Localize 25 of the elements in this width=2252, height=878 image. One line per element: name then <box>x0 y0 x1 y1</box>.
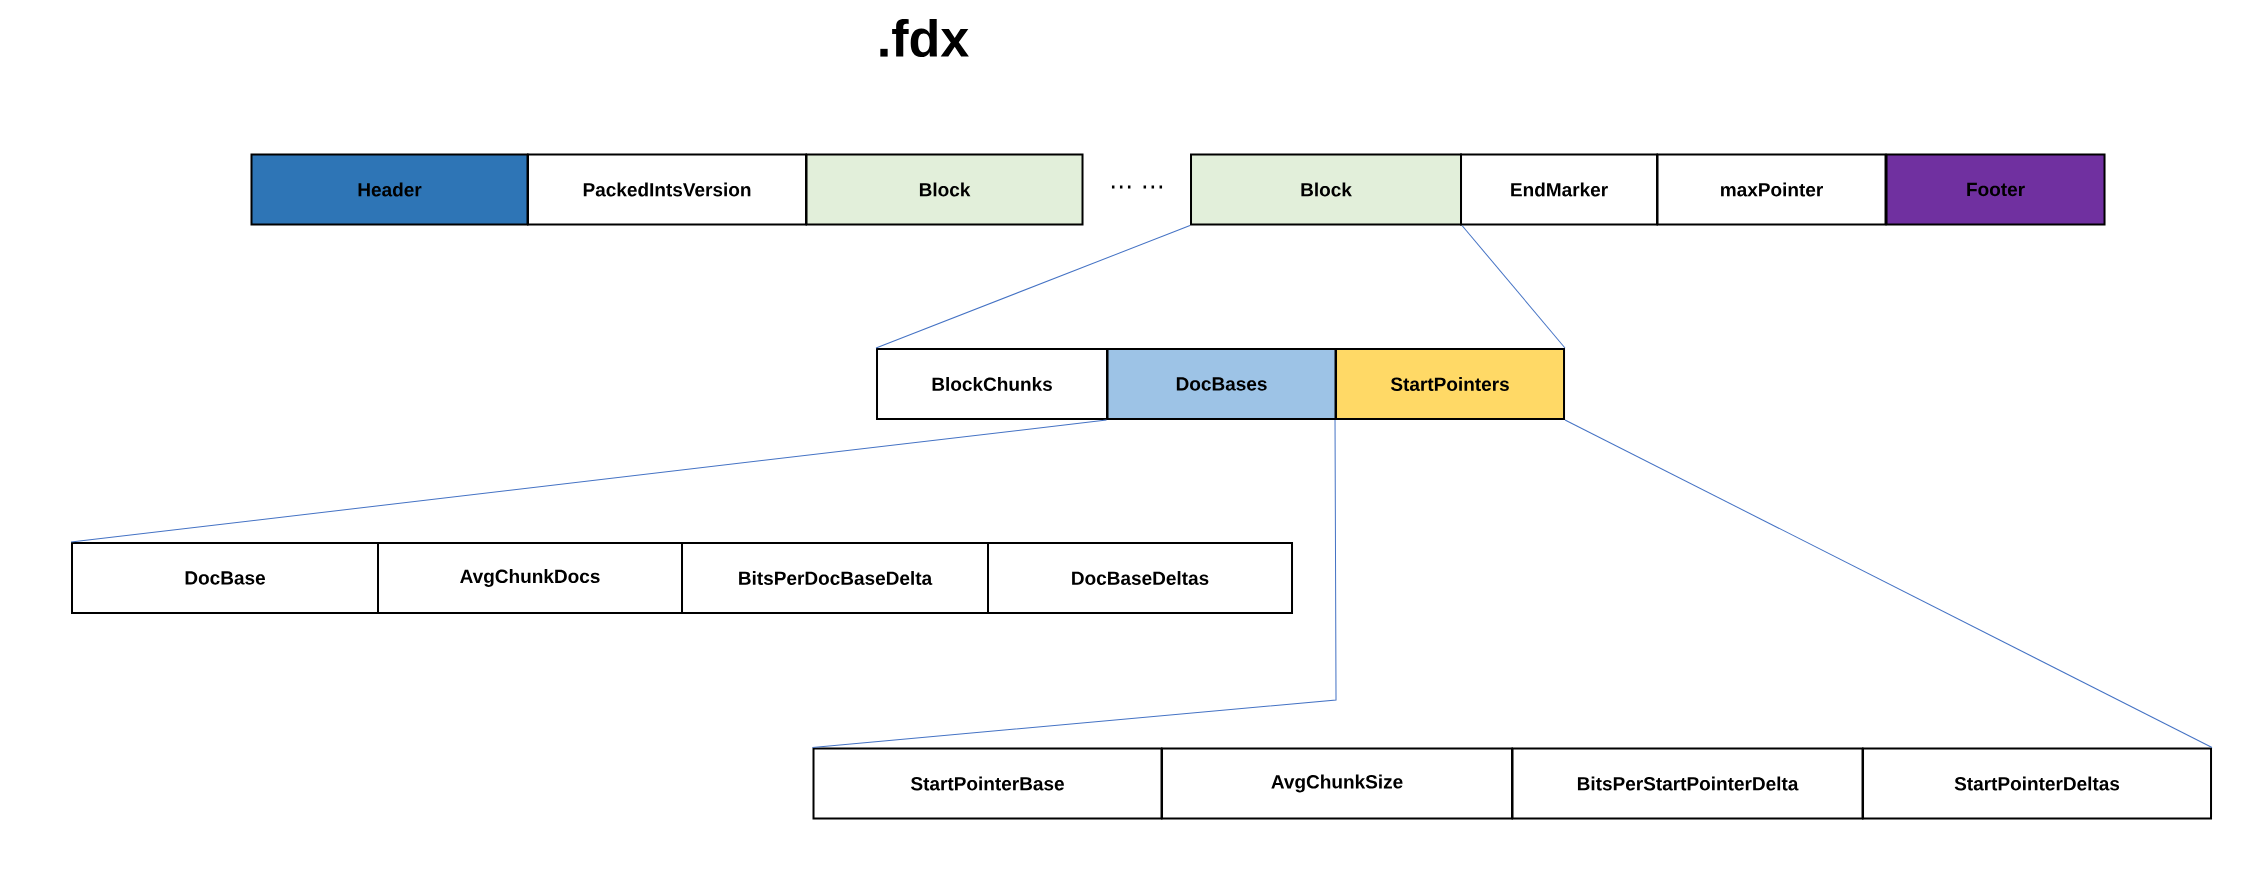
field-box: maxPointer <box>1656 153 1887 226</box>
leader-line <box>812 419 1337 748</box>
ellipsis: ⋯ ⋯ <box>1111 185 1163 189</box>
field-box: EndMarker <box>1460 153 1658 226</box>
field-box: PackedIntsVersion <box>527 153 807 226</box>
field-box: Header <box>250 153 529 226</box>
leader-line <box>875 225 1191 349</box>
field-box: BitsPerDocBaseDelta <box>681 542 989 614</box>
leader-line <box>1564 419 2213 748</box>
field-box: Block <box>805 153 1084 226</box>
field-box: BlockChunks <box>876 348 1108 420</box>
field-box: DocBaseDeltas <box>987 542 1293 614</box>
field-box: DocBase <box>71 542 379 614</box>
field-box: DocBases <box>1106 348 1337 420</box>
title: .fdx <box>880 18 969 58</box>
field-box: BitsPerStartPointerDelta <box>1511 747 1864 820</box>
field-box: StartPointerDeltas <box>1862 747 2213 820</box>
field-box: StartPointerBase <box>812 747 1163 820</box>
leader-line <box>70 419 1107 543</box>
field-box: StartPointers <box>1335 348 1566 420</box>
field-box: AvgChunkSize <box>1161 747 1513 820</box>
field-box: AvgChunkDocs <box>377 542 683 614</box>
leader-line <box>1461 225 1566 349</box>
field-box: Footer <box>1885 153 2106 226</box>
field-box: Block <box>1190 153 1462 226</box>
